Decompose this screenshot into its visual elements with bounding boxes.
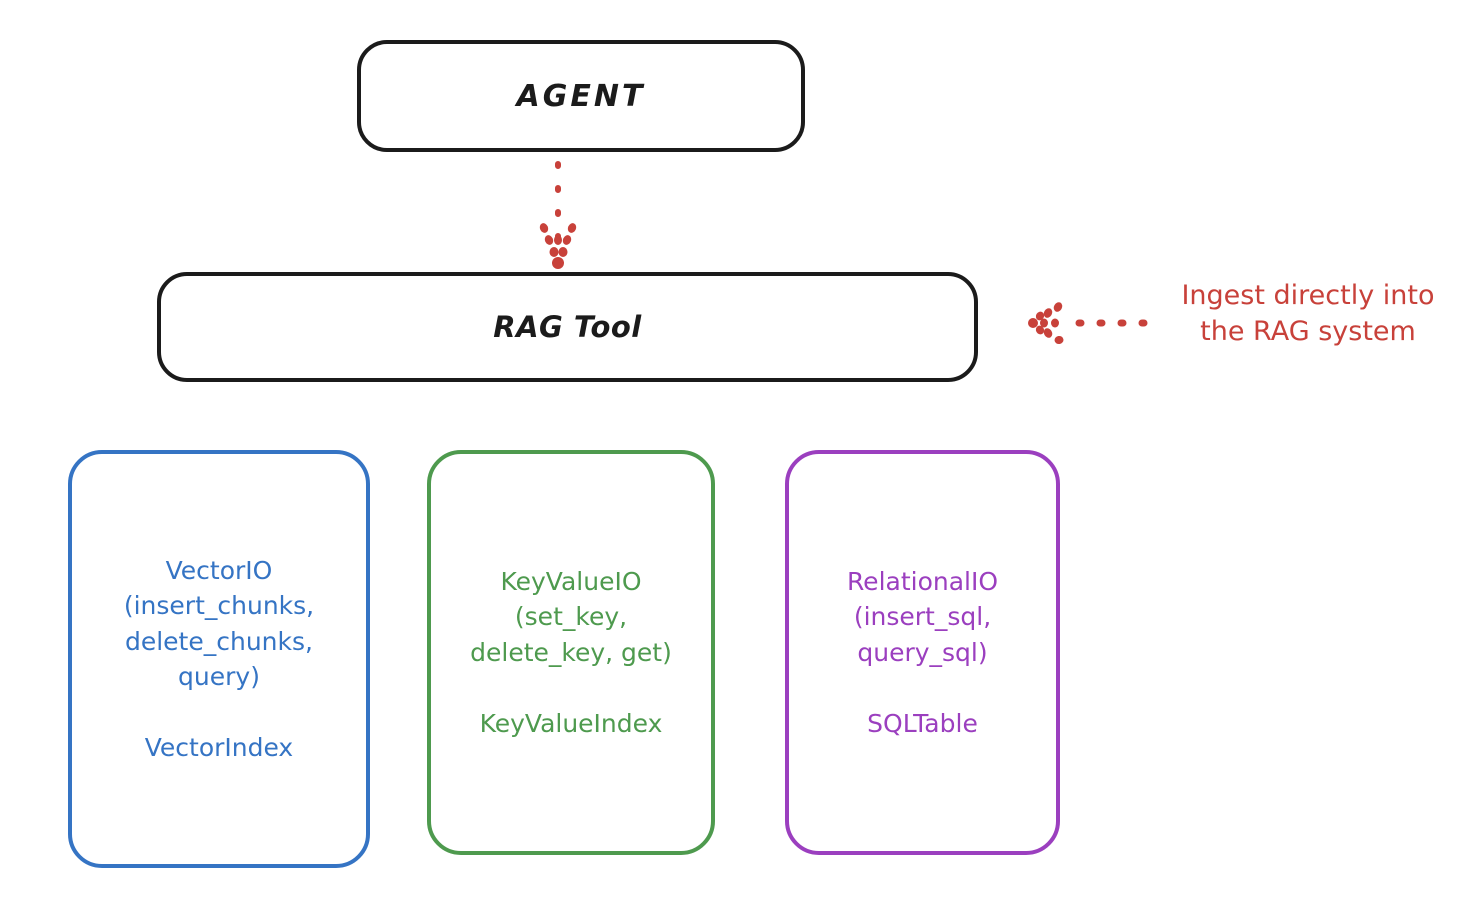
node-rag-tool-label: RAG Tool [493, 310, 642, 344]
ingest-arrow-icon [1028, 302, 1148, 345]
node-key-value-io[interactable]: KeyValueIO (set_key, delete_key, get) Ke… [427, 450, 715, 855]
node-key-value-io-label: KeyValueIO (set_key, delete_key, get) Ke… [470, 566, 672, 738]
node-relational-io-label: RelationalIO (insert_sql, query_sql) SQL… [846, 566, 999, 738]
connector-agent-to-rag-tool [539, 161, 577, 269]
node-vector-io[interactable]: VectorIO (insert_chunks, delete_chunks, … [68, 450, 370, 868]
node-relational-io[interactable]: RelationalIO (insert_sql, query_sql) SQL… [785, 450, 1060, 855]
annotation-ingest-note: Ingest directly into the RAG system [1181, 280, 1435, 348]
node-agent-label: AGENT [516, 78, 646, 114]
node-rag-tool[interactable]: RAG Tool [157, 272, 978, 382]
node-agent[interactable]: AGENT [357, 40, 805, 152]
node-vector-io-label: VectorIO (insert_chunks, delete_chunks, … [123, 555, 315, 763]
